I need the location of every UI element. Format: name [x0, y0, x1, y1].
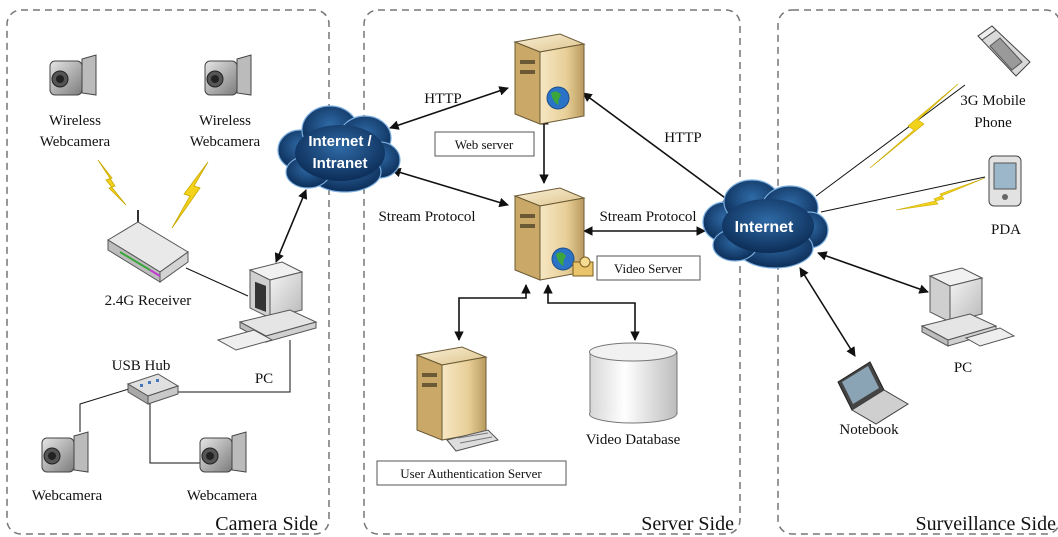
http-left-label: HTTP	[424, 91, 462, 107]
receiver-pc-link	[185, 267, 249, 297]
camera-side-panel	[6, 9, 330, 535]
surveillance-side-panel	[777, 9, 1058, 535]
surveillance-pc	[920, 267, 1016, 347]
intranet-cloud-label-2: Intranet	[312, 155, 367, 172]
webcam-1-label: Webcamera	[32, 488, 103, 504]
wireless-webcam-1	[49, 54, 97, 96]
pda-device	[988, 155, 1022, 207]
wireless-webcam-2-label-2: Webcamera	[190, 134, 261, 150]
web-server-label-box: Web server	[434, 131, 535, 157]
surveillance-side-title: Surveillance Side	[915, 513, 1056, 535]
lightning-icon	[895, 177, 986, 211]
webcam-1	[41, 431, 89, 473]
notebook-label: Notebook	[839, 422, 899, 438]
server-side-title: Server Side	[641, 513, 734, 535]
camera-side-title: Camera Side	[215, 513, 318, 535]
user-auth-label: User Authentication Server	[400, 466, 542, 481]
hub-webcam1-link	[79, 387, 133, 432]
internet-mobile-link	[815, 84, 966, 197]
http-right-label: HTTP	[664, 130, 702, 146]
user-auth-label-box: User Authentication Server	[376, 460, 567, 486]
wireless-webcam-1-label-2: Webcamera	[40, 134, 111, 150]
usb-hub-label: USB Hub	[112, 358, 171, 374]
video-server	[513, 187, 594, 281]
internet-cloud: Internet	[702, 179, 829, 269]
intranet-cloud: Internet / Intranet	[277, 105, 401, 193]
video-database-label: Video Database	[586, 432, 681, 448]
webcam-2	[199, 431, 247, 473]
usb-hub	[126, 373, 180, 405]
globe-icon	[551, 247, 575, 271]
video-server-label: Video Server	[614, 261, 683, 276]
camera-side-pc	[216, 261, 318, 351]
internet-pda-link	[820, 176, 986, 213]
camera-pc-label: PC	[255, 371, 273, 387]
wireless-webcam-1-label-1: Wireless	[49, 113, 101, 129]
database-link	[543, 284, 640, 341]
wireless-webcam-2	[204, 54, 252, 96]
webcam-2-label: Webcamera	[187, 488, 258, 504]
surveillance-pc-label: PC	[954, 360, 972, 376]
receiver-label: 2.4G Receiver	[105, 293, 192, 309]
stream-right-label: Stream Protocol	[599, 209, 696, 225]
wireless-webcam-2-label-1: Wireless	[199, 113, 251, 129]
globe-icon	[546, 86, 570, 110]
server-side-panel	[363, 9, 741, 535]
web-server-label: Web server	[455, 137, 514, 152]
web-server	[513, 33, 586, 125]
user-auth-server	[415, 346, 499, 452]
video-camera-icon	[572, 256, 594, 277]
video-server-label-box: Video Server	[596, 255, 701, 281]
mobile-phone	[977, 25, 1031, 77]
hub-pc-link	[175, 340, 291, 393]
hub-webcam2-link	[149, 402, 200, 464]
pda-label: PDA	[991, 222, 1021, 238]
lightning-icon	[171, 161, 209, 229]
internet-pc-link	[817, 251, 929, 294]
http-left-link	[389, 86, 509, 130]
stream-left-label: Stream Protocol	[378, 209, 475, 225]
auth-link	[454, 284, 531, 341]
mobile-label-2: Phone	[974, 115, 1012, 131]
intranet-cloud-label-1: Internet /	[308, 133, 372, 150]
video-database	[589, 342, 678, 424]
receiver-device	[107, 210, 189, 283]
mobile-label-1: 3G Mobile	[960, 93, 1026, 109]
lightning-icon	[97, 159, 127, 206]
wireless-signals	[97, 83, 986, 229]
notebook-device	[837, 361, 909, 425]
internet-cloud-label: Internet	[735, 219, 794, 236]
pc-intranet-link	[274, 189, 308, 263]
http-right-link	[582, 92, 733, 204]
internet-notebook-link	[799, 267, 856, 357]
connections	[79, 84, 986, 464]
keyboard-icon	[446, 429, 499, 452]
stream-left-link	[391, 167, 509, 208]
lightning-icon	[869, 83, 959, 169]
